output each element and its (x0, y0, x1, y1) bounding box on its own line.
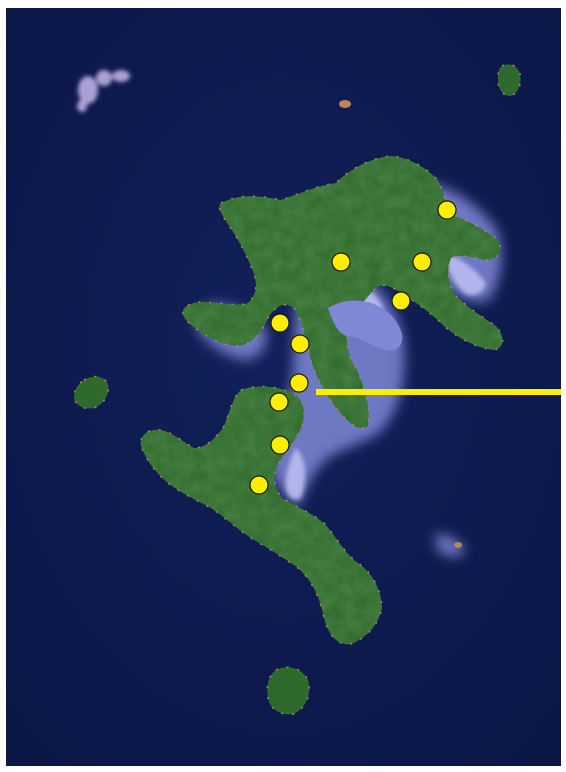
rock-east (454, 542, 462, 548)
rock-north (339, 100, 351, 108)
location-marker-icon (331, 252, 351, 272)
islet-northeast (497, 63, 522, 97)
location-marker-icon (290, 334, 310, 354)
islet-west (73, 375, 110, 410)
location-marker-icon (270, 435, 290, 455)
location-marker-icon (391, 291, 411, 311)
map-canvas (6, 8, 561, 766)
location-marker-icon (437, 200, 457, 220)
location-marker-icon (289, 373, 309, 393)
cloud-patch (77, 70, 130, 112)
location-marker-icon (270, 313, 290, 333)
island-south (140, 385, 383, 645)
island-north (182, 155, 504, 429)
location-marker-icon (269, 392, 289, 412)
islet-south (266, 666, 310, 716)
location-marker-icon (249, 475, 269, 495)
location-marker-icon (412, 252, 432, 272)
location-markers (249, 200, 457, 495)
